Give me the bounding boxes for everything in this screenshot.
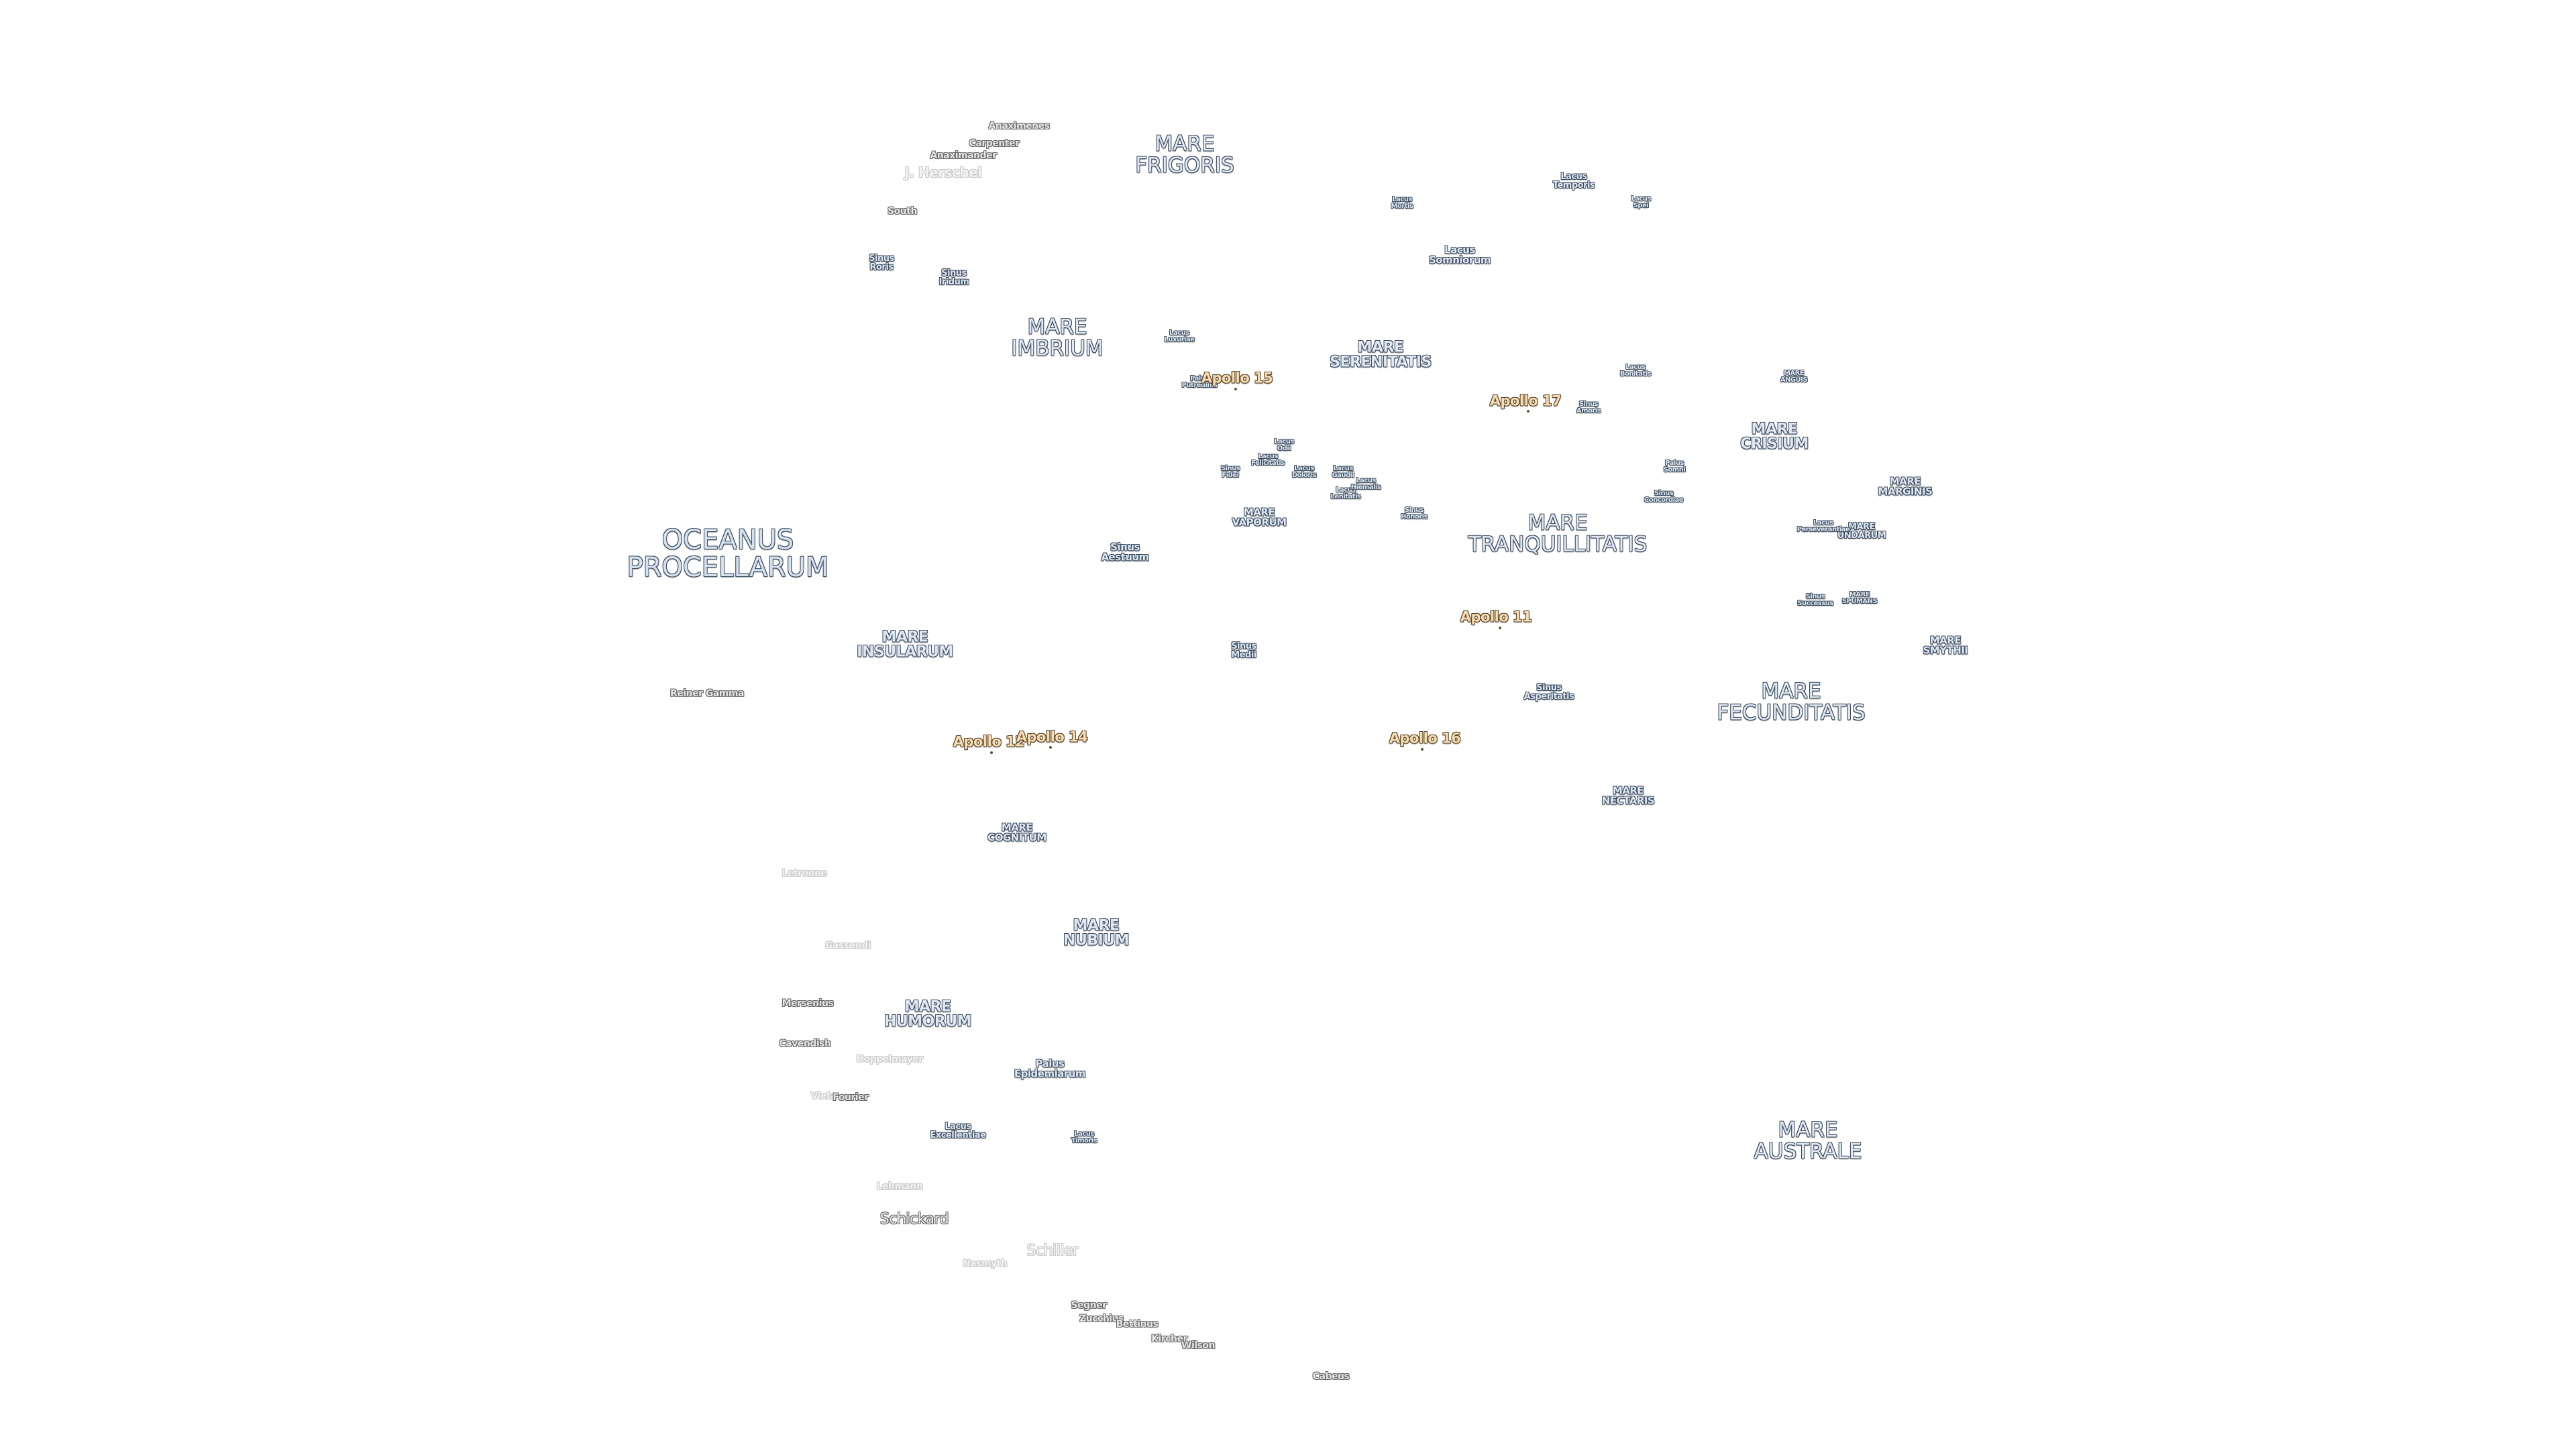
label-mare-crisium[interactable]: MARE CRISIUM <box>1740 421 1809 453</box>
label-lacus-mortis[interactable]: Lacus Mortis <box>1391 195 1413 210</box>
label-palus-epidemiarum[interactable]: Palus Epidemiarum <box>1014 1057 1086 1080</box>
label-sinus-aestuum[interactable]: Sinus Aestuum <box>1101 541 1149 564</box>
label-palus-somni[interactable]: Palus Somni <box>1663 459 1686 474</box>
label-mersenius[interactable]: Mersenius <box>782 998 834 1009</box>
label-anaximenes[interactable]: Anaximenes <box>988 120 1050 131</box>
label-mare-tranquillitatis[interactable]: MARE TRANQUILLITATIS <box>1468 511 1648 556</box>
label-mare-frigoris[interactable]: MARE FRIGORIS <box>1135 131 1234 177</box>
label-mare-imbrium[interactable]: MARE IMBRIUM <box>1011 315 1104 360</box>
label-mare-fecunditatis[interactable]: MARE FECUNDITATIS <box>1717 679 1866 724</box>
label-lacus-somniorum[interactable]: Lacus Somniorum <box>1428 244 1491 266</box>
label-sinus-fidei[interactable]: Sinus Fidei <box>1220 464 1240 479</box>
label-lacus-hiemalis[interactable]: Lacus Hiemalis <box>1350 476 1381 491</box>
label-sinus-successus[interactable]: Sinus Successus <box>1797 592 1833 607</box>
label-mare-australe[interactable]: MARE AUSTRALE <box>1754 1118 1862 1163</box>
label-lacus-felicitatis[interactable]: Lacus Felicitatis <box>1251 452 1285 467</box>
label-nasmyth[interactable]: Nasmyth <box>962 1258 1008 1269</box>
apollo-15-site-marker <box>1234 388 1237 390</box>
label-palus-putredinis[interactable]: Palus Putredinis <box>1181 374 1218 389</box>
label-sinus-asperitatis[interactable]: Sinus Asperitatis <box>1523 682 1574 702</box>
label-letronne[interactable]: Letronne <box>782 867 827 879</box>
label-vieta[interactable]: Vieta <box>810 1090 837 1102</box>
label-apollo-14[interactable]: Apollo 14 <box>1016 729 1088 745</box>
label-mare-undarum[interactable]: MARE UNDARUM <box>1837 521 1886 541</box>
label-lacus-spei[interactable]: Lacus Spei <box>1631 195 1651 209</box>
label-gassendi[interactable]: Gassendi <box>825 940 871 951</box>
label-carpenter[interactable]: Carpenter <box>969 138 1020 149</box>
label-zucchius[interactable]: Zucchius <box>1079 1313 1124 1324</box>
label-kircher[interactable]: Kircher <box>1151 1333 1187 1344</box>
label-sinus-medii[interactable]: Sinus Medii <box>1231 641 1256 660</box>
label-cavendish[interactable]: Cavendish <box>779 1038 831 1049</box>
label-lehmann[interactable]: Lehmann <box>876 1181 923 1192</box>
label-reiner-gamma[interactable]: Reiner Gamma <box>670 688 744 699</box>
label-mare-nubium[interactable]: MARE NUBIUM <box>1063 917 1130 949</box>
label-schickard[interactable]: Schickard <box>879 1210 949 1228</box>
label-mare-anguis[interactable]: MARE ANGUIS <box>1780 369 1808 384</box>
label-mare-vaporum[interactable]: MARE VAPORUM <box>1232 506 1287 529</box>
label-fourier[interactable]: Fourier <box>833 1091 869 1103</box>
label-south[interactable]: South <box>888 205 917 217</box>
label-segner[interactable]: Segner <box>1071 1299 1107 1311</box>
label-mare-cognitum[interactable]: MARE COGNITUM <box>987 821 1046 844</box>
label-lacus-perseverantiae[interactable]: Lacus Perseverantiae <box>1796 519 1850 533</box>
label-mare-serenitatis[interactable]: MARE SERENITATIS <box>1330 339 1432 371</box>
label-lacus-bonitatis[interactable]: Lacus Bonitatis <box>1619 363 1652 378</box>
label-bettinus[interactable]: Bettinus <box>1116 1318 1159 1330</box>
label-lacus-odii[interactable]: Lacus Odii <box>1274 437 1294 452</box>
label-mare-marginis[interactable]: MARE MARGINIS <box>1878 475 1933 498</box>
label-apollo-11[interactable]: Apollo 11 <box>1460 608 1532 625</box>
label-mare-nectaris[interactable]: MARE NECTARIS <box>1601 784 1655 807</box>
apollo-11-site-marker <box>1499 627 1501 629</box>
label-apollo-17[interactable]: Apollo 17 <box>1489 392 1562 409</box>
label-doppelmayer[interactable]: Doppelmayer <box>856 1053 923 1065</box>
label-sinus-honoris[interactable]: Sinus Honoris <box>1400 506 1428 521</box>
apollo-17-site-marker <box>1527 410 1529 413</box>
apollo-14-site-marker <box>1049 746 1052 749</box>
label-wilson[interactable]: Wilson <box>1181 1340 1215 1351</box>
label-anaximander[interactable]: Anaximander <box>930 150 997 161</box>
label-oceanus-procellarum[interactable]: OCEANUS PROCELLARUM <box>627 525 829 583</box>
label-lacus-gaudii[interactable]: Lacus Gaudii <box>1332 464 1354 479</box>
label-cabeus[interactable]: Cabeus <box>1312 1371 1350 1382</box>
label-mare-smythii[interactable]: MARE SMYTHII <box>1923 634 1968 657</box>
label-lacus-doloris[interactable]: Lacus Doloris <box>1291 464 1317 479</box>
label-mare-insularum[interactable]: MARE INSULARUM <box>857 629 953 661</box>
label-sinus-concordiae[interactable]: Sinus Concordiae <box>1644 489 1684 504</box>
label-apollo-16[interactable]: Apollo 16 <box>1389 730 1461 747</box>
label-sinus-iridum[interactable]: Sinus Iridum <box>938 268 969 287</box>
label-apollo-12[interactable]: Apollo 12 <box>953 733 1025 750</box>
apollo-16-site-marker <box>1421 748 1424 751</box>
label-lacus-excellentiae[interactable]: Lacus Excellentiae <box>930 1121 986 1140</box>
label-schiller[interactable]: Schiller <box>1026 1242 1079 1259</box>
label-mare-spumans[interactable]: MARE SPUMANS <box>1841 590 1878 605</box>
label-lacus-luxuriae[interactable]: Lacus Luxuriae <box>1164 329 1195 343</box>
label-lacus-temporis[interactable]: Lacus Temporis <box>1552 171 1595 191</box>
label-j-herschel[interactable]: J. Herschel <box>904 164 982 180</box>
label-mare-humorum[interactable]: MARE HUMORUM <box>883 998 972 1030</box>
label-sinus-roris[interactable]: Sinus Roris <box>869 253 894 272</box>
label-lacus-lenitatis[interactable]: Lacus Lenitatis <box>1330 486 1361 500</box>
apollo-12-site-marker <box>990 751 993 754</box>
label-sinus-amoris[interactable]: Sinus Amoris <box>1576 400 1601 415</box>
label-lacus-timoris[interactable]: Lacus Timoris <box>1071 1130 1097 1144</box>
label-apollo-15[interactable]: Apollo 15 <box>1201 370 1273 386</box>
